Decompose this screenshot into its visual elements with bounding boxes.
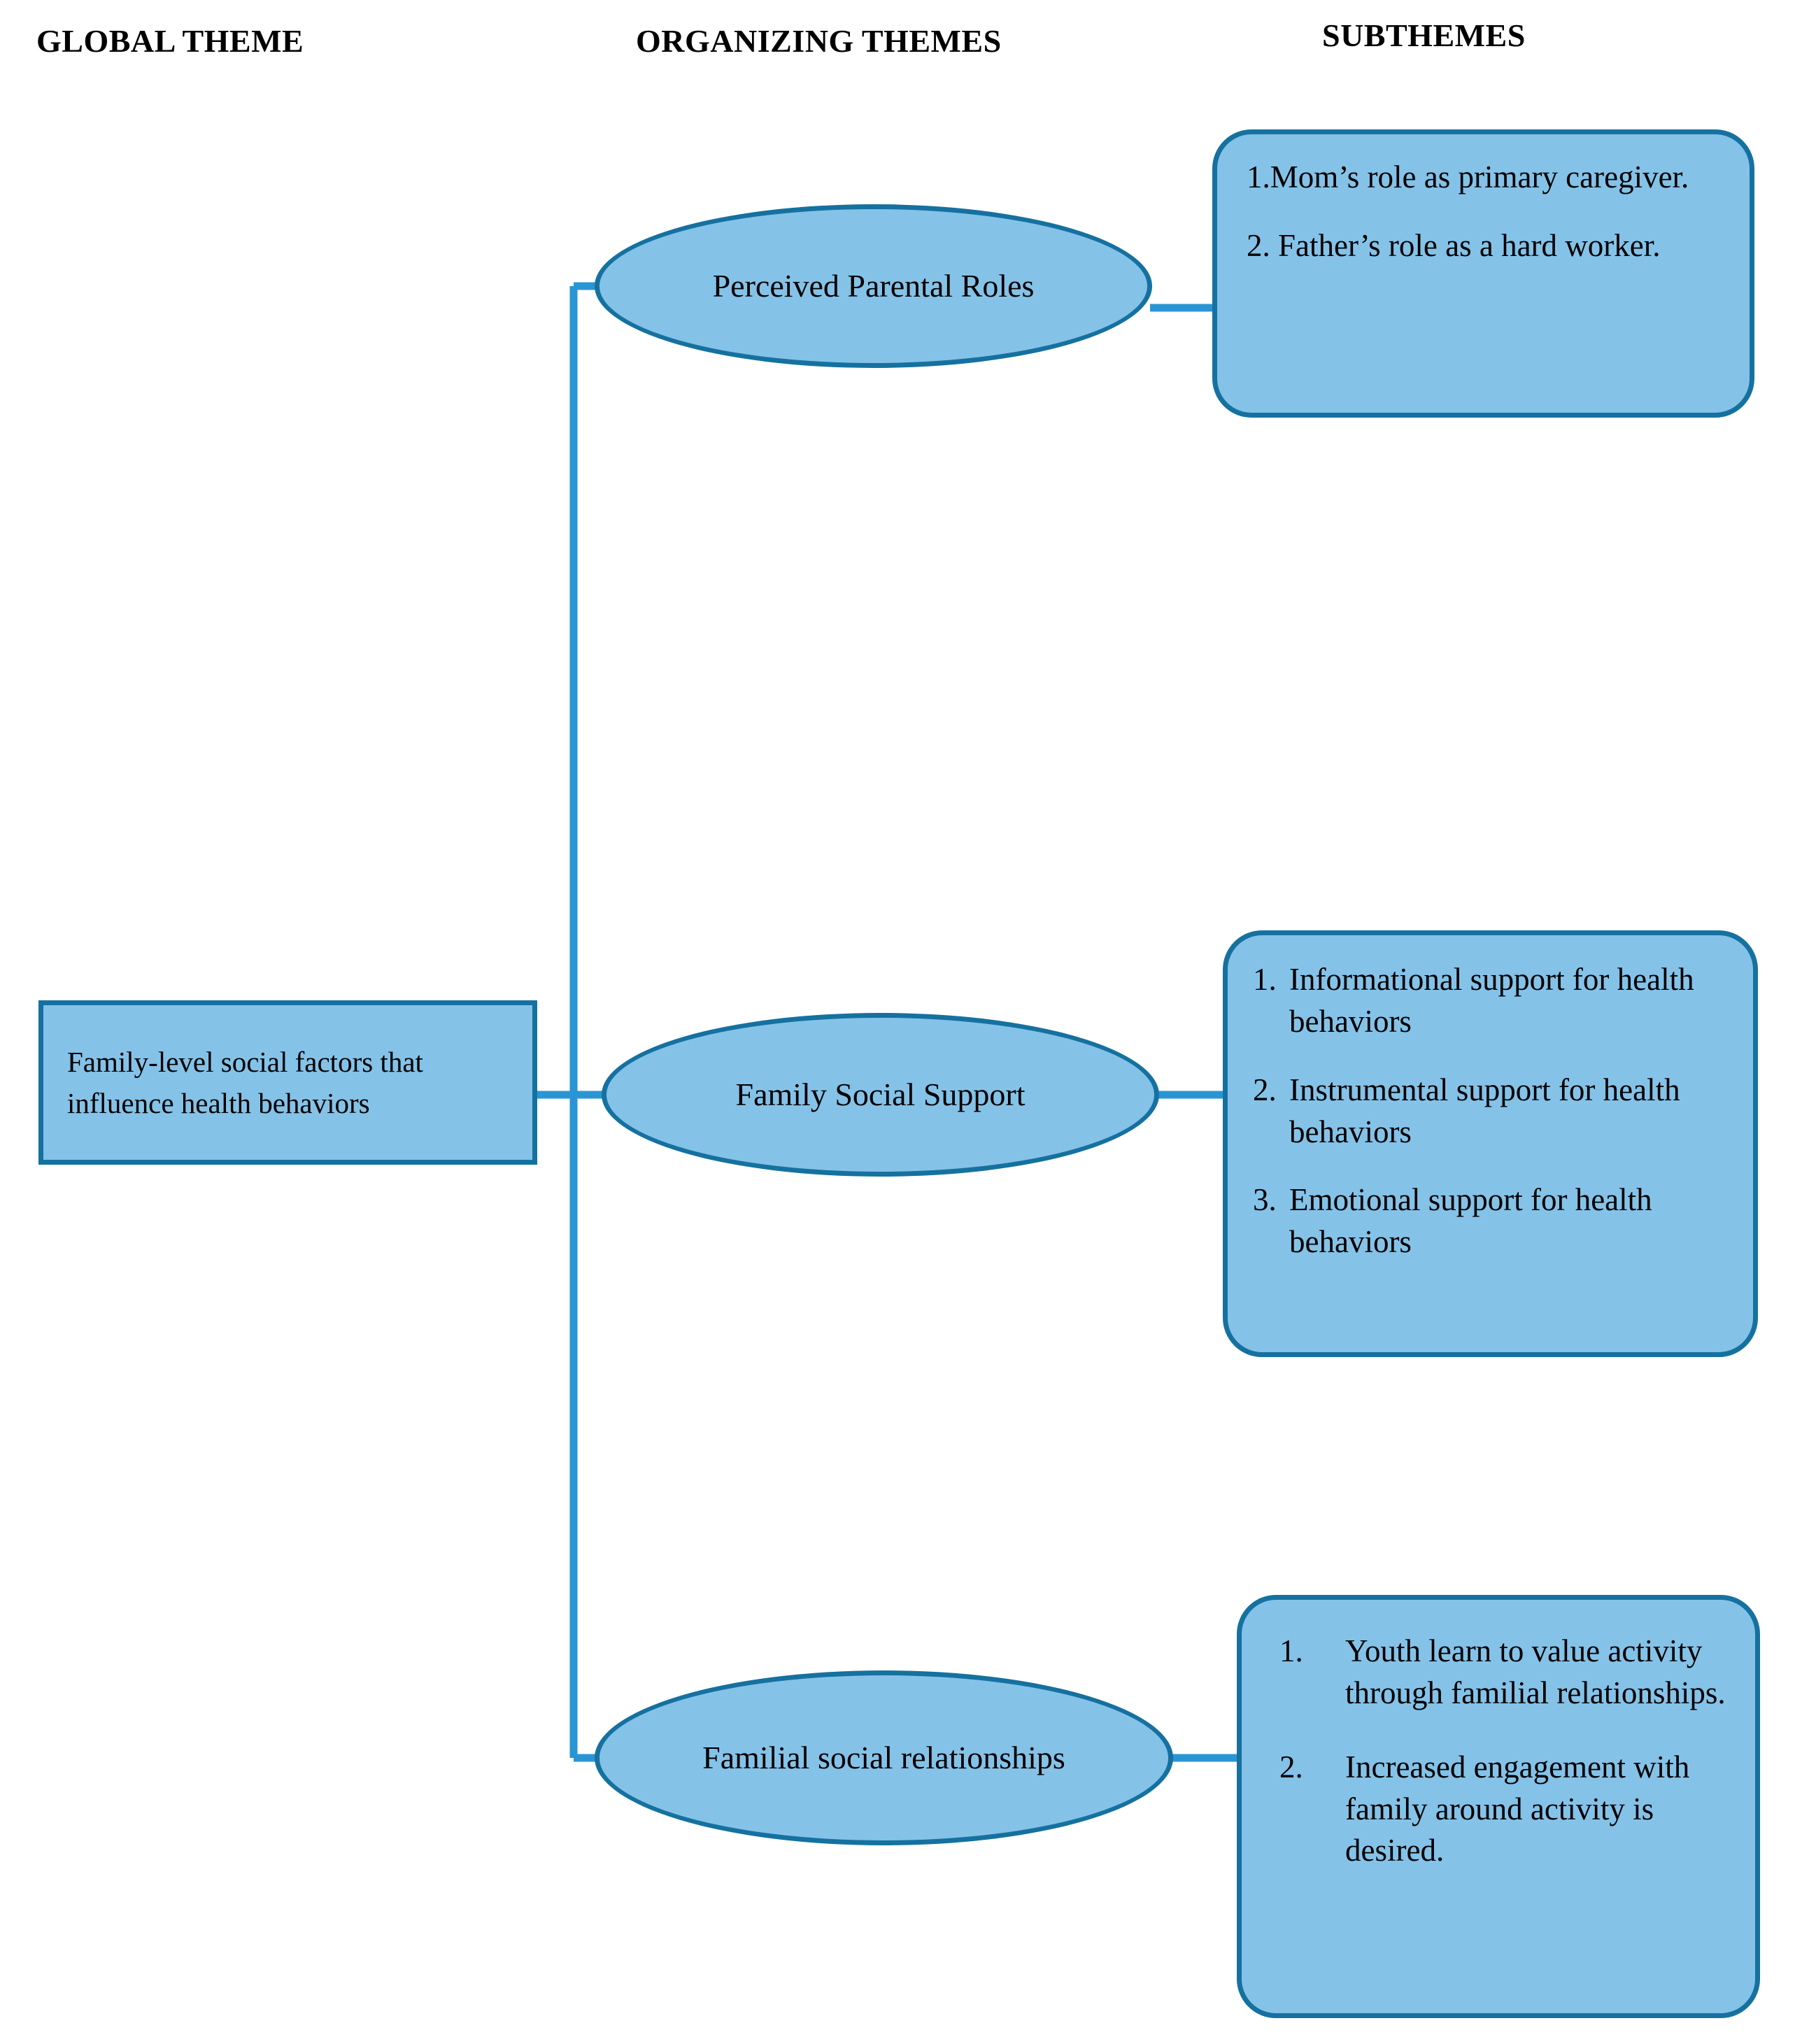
subtheme-box-family-social-support[interactable]: 1. Informational support for health beha… (1223, 930, 1758, 1357)
organizing-theme-label: Family Social Support (735, 1077, 1026, 1113)
subtheme-number: 2. (1253, 1072, 1277, 1107)
global-theme-label: Family-level social factors that influen… (67, 1046, 423, 1119)
subtheme-list-item: 1. Informational support for health beha… (1253, 959, 1735, 1043)
global-theme-node[interactable]: Family-level social factors that influen… (38, 1000, 537, 1165)
subtheme-list-item: 3. Emotional support for health behavior… (1253, 1179, 1735, 1263)
subtheme-number: 1. (1279, 1633, 1303, 1668)
organizing-theme-familial-social-relationships[interactable]: Familial social relationships (595, 1670, 1173, 1845)
organizing-theme-perceived-parental-roles[interactable]: Perceived Parental Roles (595, 204, 1152, 368)
column-header-global-theme: GLOBAL THEME (36, 23, 304, 59)
subtheme-text: Father’s role as a hard worker. (1278, 227, 1661, 263)
subtheme-list-item: 2. Increased engagement with family arou… (1279, 1747, 1738, 1873)
subtheme-list-item: 2. Father’s role as a hard worker. (1247, 225, 1722, 267)
organizing-theme-label: Perceived Parental Roles (712, 268, 1035, 304)
subtheme-text: Informational support for health behavio… (1289, 962, 1694, 1039)
organizing-theme-label: Familial social relationships (702, 1740, 1065, 1776)
subtheme-number: 1. (1247, 159, 1270, 194)
subtheme-list-item: 1. Mom’s role as primary caregiver. (1247, 157, 1722, 199)
subtheme-number: 3. (1253, 1182, 1277, 1218)
column-header-organizing-themes: ORGANIZING THEMES (636, 23, 1002, 59)
subtheme-box-familial-social-relationships[interactable]: 1. Youth learn to value activity through… (1237, 1595, 1760, 2018)
subtheme-number: 2. (1247, 227, 1278, 263)
subtheme-text: Mom’s role as primary caregiver. (1270, 159, 1689, 194)
subtheme-list-item: 2. Instrumental support for health behav… (1253, 1070, 1735, 1154)
organizing-theme-family-social-support[interactable]: Family Social Support (602, 1013, 1159, 1177)
subtheme-box-perceived-parental-roles[interactable]: 1. Mom’s role as primary caregiver. 2. F… (1212, 129, 1754, 418)
subtheme-list-item: 1. Youth learn to value activity through… (1279, 1631, 1738, 1715)
subtheme-text: Youth learn to value activity through fa… (1345, 1633, 1726, 1710)
column-header-subthemes: SUBTHEMES (1322, 17, 1526, 53)
subtheme-text: Increased engagement with family around … (1345, 1749, 1690, 1868)
subtheme-text: Emotional support for health behaviors (1289, 1182, 1652, 1260)
subtheme-number: 1. (1253, 962, 1277, 997)
subtheme-number: 2. (1279, 1749, 1303, 1784)
subtheme-text: Instrumental support for health behavior… (1289, 1072, 1680, 1149)
